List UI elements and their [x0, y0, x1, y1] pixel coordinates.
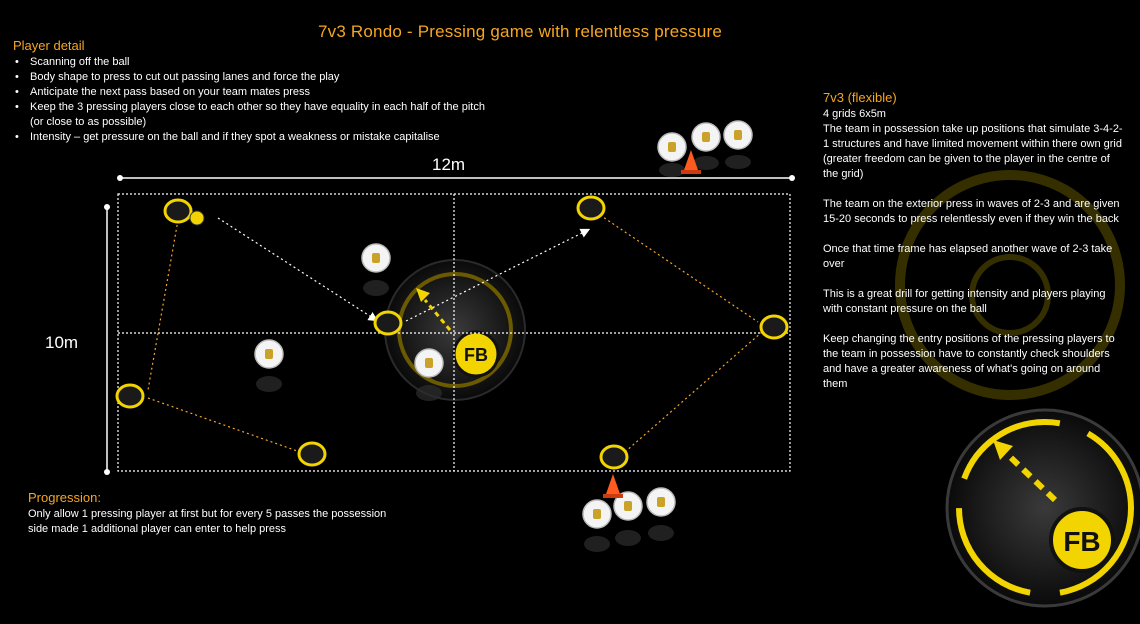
setup-paragraph: Once that time frame has elapsed another…	[823, 243, 1113, 270]
progression-heading: Progression:	[28, 490, 101, 505]
logo-text-corner: FB	[1063, 526, 1100, 557]
page-title: 7v3 Rondo - Pressing game with relentles…	[317, 22, 723, 41]
list-item: Intensity – get pressure on the ball and…	[13, 130, 488, 145]
logo-corner	[945, 408, 1140, 608]
player-reflections	[256, 155, 751, 552]
pass-lines	[147, 214, 763, 453]
width-label: 12m	[432, 155, 466, 174]
setup-heading: 7v3 (flexible)	[823, 90, 897, 105]
player-detail-list: Scanning off the ball Body shape to pres…	[13, 55, 488, 145]
logo-text-center: FB	[464, 345, 488, 365]
list-item: Scanning off the ball	[13, 55, 488, 70]
list-item: Anticipate the next pass based on your t…	[13, 85, 488, 100]
grids-text: 4 grids 6x5m	[823, 108, 886, 120]
height-label: 10m	[45, 333, 79, 352]
setup-paragraph: The team on the exterior press in waves …	[823, 198, 1120, 225]
progression-text: Only allow 1 pressing player at first bu…	[28, 508, 387, 535]
cone-icon	[681, 150, 701, 174]
setup-paragraph: This is a great drill for getting intens…	[823, 288, 1106, 315]
logo-watermark-center	[384, 259, 526, 401]
cone-icon	[603, 474, 623, 498]
logo-watermark-large	[895, 170, 1125, 400]
list-item: Body shape to press to cut out passing l…	[13, 70, 488, 85]
setup-paragraph: The team in possession take up positions…	[823, 123, 1123, 180]
setup-text: 4 grids 6x5m The team in possession take…	[823, 107, 1123, 407]
list-item: Keep the 3 pressing players close to eac…	[13, 100, 488, 130]
possession-players	[115, 195, 789, 470]
player-crest-marks	[265, 130, 742, 519]
player-detail-heading: Player detail	[13, 38, 85, 53]
ball-icon	[189, 210, 205, 226]
pitch-grid	[117, 193, 791, 472]
setup-paragraph: Keep changing the entry positions of the…	[823, 333, 1115, 390]
